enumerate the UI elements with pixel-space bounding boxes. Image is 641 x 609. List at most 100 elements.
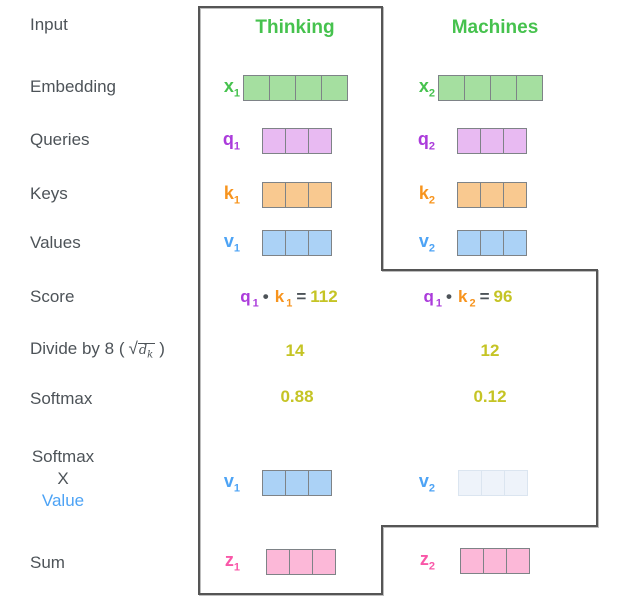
vector-cell — [312, 549, 336, 575]
sxv-line-x: X — [57, 469, 69, 488]
vector-cell — [289, 549, 313, 575]
vector-cell — [480, 230, 504, 256]
vector-cell — [457, 230, 481, 256]
vector-cell — [295, 75, 322, 101]
word-title-thinking: Thinking — [255, 17, 335, 38]
vector-cell — [490, 75, 517, 101]
vector-cell — [262, 182, 286, 208]
equals-symbol: = — [479, 287, 490, 306]
weighted-value-row-thinking: v1 — [204, 470, 332, 496]
vector-cell — [262, 470, 286, 496]
embedding-row-thinking: x1 — [204, 75, 348, 101]
sxv-line-value: Value — [41, 491, 85, 510]
divided-score-thinking: 14 — [285, 341, 305, 360]
weighted-value-label-v2: v2 — [418, 471, 435, 495]
sum-vector-z2 — [460, 548, 530, 574]
key-vector-k2 — [457, 182, 527, 208]
query-vector-q1 — [262, 128, 332, 154]
outline-polygon — [198, 6, 598, 595]
embedding-label-x2: x2 — [418, 76, 435, 100]
sqrt-radicand: dk — [137, 343, 156, 361]
sum-vector-z1 — [266, 549, 336, 575]
label-queries: Queries — [30, 130, 90, 149]
sqrt-dk-math: √dk — [128, 339, 156, 361]
vector-cell — [483, 548, 507, 574]
value-vector-v1 — [262, 230, 332, 256]
vector-cell — [266, 549, 290, 575]
vector-cell — [285, 470, 309, 496]
softmax-value-machines: 0.12 — [473, 387, 507, 406]
vector-cell — [438, 75, 465, 101]
vector-cell — [460, 548, 484, 574]
key-row-machines: k2 — [403, 182, 527, 208]
label-divide-by-8: Divide by 8 (√dk) — [30, 339, 165, 361]
vector-cell — [308, 230, 332, 256]
dot-product-symbol: • — [262, 287, 269, 306]
query-label-q1: q1 — [222, 129, 240, 153]
vector-cell — [308, 128, 332, 154]
query-row-thinking: q1 — [204, 128, 332, 154]
sum-label-z1: z1 — [224, 550, 240, 574]
equals-symbol: = — [296, 287, 307, 306]
vector-cell — [503, 182, 527, 208]
label-input: Input — [30, 15, 68, 34]
vector-cell — [457, 182, 481, 208]
vector-cell — [480, 128, 504, 154]
softmax-value-thinking: 0.88 — [280, 387, 314, 406]
label-values: Values — [30, 233, 81, 252]
value-row-machines: v2 — [403, 230, 527, 256]
weighted-value-label-v1: v1 — [223, 471, 240, 495]
weighted-value-vector-v2-faded — [458, 470, 528, 496]
query-vector-q2 — [457, 128, 527, 154]
value-label-v2: v2 — [418, 231, 435, 255]
vector-cell — [516, 75, 543, 101]
query-label-q2: q2 — [417, 129, 435, 153]
vector-cell — [480, 182, 504, 208]
label-softmax-x-value: Softmax X Value — [30, 446, 96, 512]
key-label-k1: k1 — [223, 183, 240, 207]
sqrt-symbol: √ — [128, 339, 138, 358]
label-score: Score — [30, 287, 75, 306]
key-label-k2: k2 — [418, 183, 435, 207]
dot-product-symbol: • — [446, 287, 452, 306]
vector-cell — [285, 182, 309, 208]
vector-cell — [269, 75, 296, 101]
label-sum: Sum — [30, 553, 65, 572]
score-result-112: 112 — [310, 287, 338, 306]
value-vector-v2 — [457, 230, 527, 256]
key-row-thinking: k1 — [204, 182, 332, 208]
vector-cell — [285, 128, 309, 154]
embedding-vector-x1 — [243, 75, 348, 101]
embedding-row-machines: x2 — [403, 75, 543, 101]
vector-cell — [262, 128, 286, 154]
divide-prefix: Divide by 8 ( — [30, 339, 125, 358]
key-vector-k1 — [262, 182, 332, 208]
vector-cell — [458, 470, 482, 496]
vector-cell — [457, 128, 481, 154]
label-keys: Keys — [30, 184, 68, 203]
label-softmax: Softmax — [30, 389, 93, 408]
weighted-value-vector-v1 — [262, 470, 332, 496]
value-row-thinking: v1 — [204, 230, 332, 256]
vector-cell — [243, 75, 270, 101]
word-title-machines: Machines — [451, 17, 539, 38]
vector-cell — [481, 470, 505, 496]
vector-cell — [262, 230, 286, 256]
vector-cell — [503, 128, 527, 154]
vector-cell — [464, 75, 491, 101]
label-embedding: Embedding — [30, 77, 117, 96]
vector-cell — [308, 182, 332, 208]
embedding-label-x1: x1 — [223, 76, 240, 100]
vector-cell — [503, 230, 527, 256]
query-row-machines: q2 — [403, 128, 527, 154]
weighted-value-row-machines: v2 — [403, 470, 528, 496]
sxv-line-softmax: Softmax — [31, 447, 95, 466]
